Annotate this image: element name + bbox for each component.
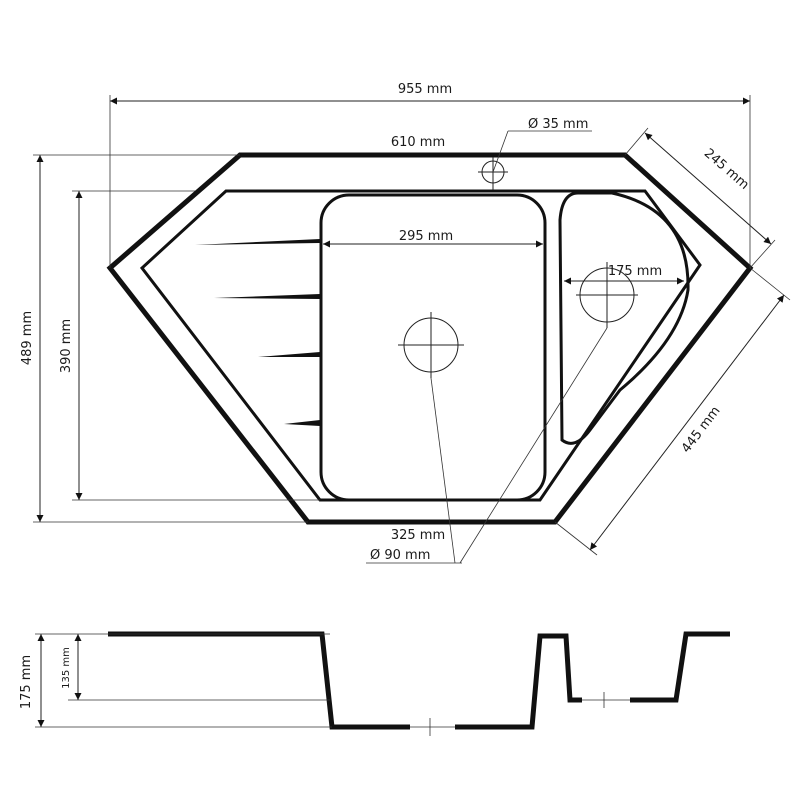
groove <box>284 420 320 426</box>
dim-bowl-depth-label: 135 mm <box>61 647 72 689</box>
dim-right-upper-label: 245 mm <box>701 146 752 193</box>
dim-overall-depth-label: 489 mm <box>20 311 35 365</box>
dim-right-lower-label: 445 mm <box>679 404 724 456</box>
side-view: 175 mm 135 mm <box>19 631 730 736</box>
dim-overall-width-label: 955 mm <box>398 82 452 97</box>
dim-main-bowl-width-label: 295 mm <box>399 229 453 244</box>
side-profile-mid <box>455 633 582 730</box>
dim-tap-hole: Ø 35 mm <box>492 117 592 173</box>
dim-tap-hole-label: Ø 35 mm <box>528 117 588 132</box>
small-bowl <box>558 191 690 445</box>
dim-bowl-depth: 135 mm <box>61 634 330 701</box>
dim-small-bowl-width: 175 mm <box>564 264 684 285</box>
dim-bottom-edge-label: 325 mm <box>391 528 445 543</box>
dim-inner-depth: 390 mm <box>59 190 320 501</box>
dim-main-bowl-width: 295 mm <box>323 229 543 248</box>
dim-overall-depth: 489 mm <box>20 154 308 523</box>
groove <box>258 352 320 357</box>
dim-inner-depth-label: 390 mm <box>59 319 74 373</box>
dim-small-bowl-width-label: 175 mm <box>608 264 662 279</box>
dim-drain: Ø 90 mm <box>366 327 608 564</box>
dim-right-lower: 445 mm <box>554 267 791 556</box>
dim-drain-label: Ø 90 mm <box>370 548 430 563</box>
dim-total-height: 175 mm <box>19 633 332 728</box>
side-profile-left <box>108 631 410 730</box>
main-drain-symbol <box>398 312 464 378</box>
tap-hole-symbol <box>478 157 508 190</box>
drainboard-grooves <box>195 239 320 426</box>
groove <box>195 239 320 245</box>
dim-top-edge-label: 610 mm <box>391 135 445 150</box>
side-profile-right <box>630 631 730 703</box>
dim-right-upper: 245 mm <box>624 127 776 269</box>
top-view: 955 mm 610 mm Ø 35 mm 245 mm 445 mm <box>20 82 791 564</box>
main-bowl <box>319 193 547 502</box>
dim-total-height-label: 175 mm <box>19 655 34 709</box>
groove <box>214 294 320 299</box>
